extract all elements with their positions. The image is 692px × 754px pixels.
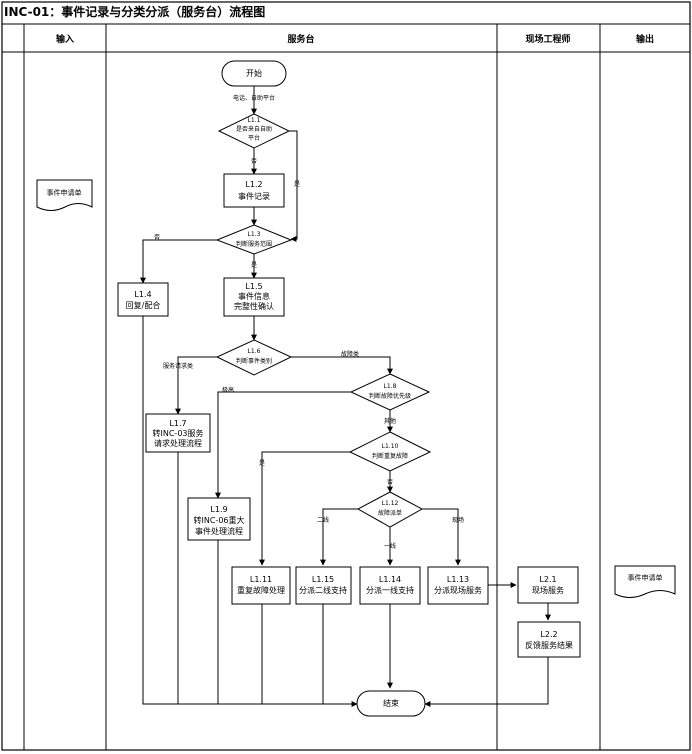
l1-12-id: L1.12 [382, 500, 399, 507]
l1-5-id: L1.5 [245, 282, 262, 291]
start-node [221, 60, 287, 87]
l1-14-id: L1.14 [379, 575, 401, 584]
start-label: 开始 [246, 68, 262, 78]
process-l1-7 [145, 413, 211, 453]
decision-l1-10 [348, 431, 432, 472]
edge-label-no-10: 否 [387, 479, 393, 486]
process-l1-11 [231, 566, 291, 605]
l1-15-id: L1.15 [312, 575, 334, 584]
lane-header-output: 输出 [636, 33, 654, 45]
edge-label-service-request: 服务请求类 [163, 362, 193, 370]
l2-2-text: 反馈服务结果 [525, 640, 573, 650]
l2-2-id: L2.2 [540, 630, 557, 639]
edge-label-fault: 故障类 [341, 350, 359, 358]
input-document-label: 事件申请单 [47, 188, 82, 197]
l2-1-id: L2.1 [539, 575, 556, 584]
decision-l1-8 [349, 373, 431, 411]
l1-9-id: L1.9 [210, 505, 227, 514]
edge-label-yes-1: 是 [294, 181, 300, 188]
l1-5-text-2: 完整性确认 [234, 301, 274, 311]
process-l2-1 [517, 566, 579, 604]
l1-14-text: 分派一线支持 [366, 585, 414, 595]
edge-label-yes-3: 是 [251, 262, 257, 269]
decision-l1-3 [215, 224, 293, 255]
l1-13-text: 分派现场服务 [434, 585, 482, 595]
l1-1-text-1: 是否来自自助 [236, 125, 272, 133]
l1-6-text: 判断事件类别 [236, 357, 272, 365]
l1-3-text: 判断服务范围 [236, 240, 272, 248]
l1-2-id: L1.2 [245, 180, 262, 189]
l1-10-id: L1.10 [382, 443, 399, 450]
process-l1-4 [117, 282, 169, 317]
l1-15-text: 分派二线支持 [299, 585, 347, 595]
edge-label-major: 极高 [222, 386, 234, 394]
l1-12-text: 故障派单 [378, 509, 402, 517]
decision-l1-6 [215, 339, 293, 376]
input-document [36, 179, 93, 211]
l1-3-id: L1.3 [248, 231, 261, 238]
edge-label-yes-10: 是 [259, 460, 265, 467]
process-l1-13 [427, 566, 489, 605]
l1-9-text-2: 事件处理流程 [195, 526, 243, 536]
l1-5-text-1: 事件信息 [238, 291, 270, 301]
l1-7-id: L1.7 [169, 419, 186, 428]
l1-8-id: L1.8 [384, 383, 397, 390]
output-document [614, 565, 676, 598]
l1-8-text: 判断故障优先级 [369, 392, 411, 400]
edge-label-source: 电话、自助平台 [233, 94, 275, 102]
l1-4-id: L1.4 [134, 290, 151, 299]
process-l1-5 [223, 277, 285, 317]
decision-l1-1 [217, 113, 291, 149]
end-node [356, 690, 426, 717]
l1-13-id: L1.13 [447, 575, 469, 584]
edge-label-other: 其他 [384, 417, 396, 425]
process-l1-14 [359, 566, 421, 605]
l1-11-text: 重复故障处理 [237, 585, 285, 595]
edge-label-second-line: 二线 [317, 516, 329, 524]
edge-label-onsite: 现场 [452, 516, 464, 524]
l1-1-id: L1.1 [248, 117, 261, 124]
l1-9-text-1: 转INC-06重大 [194, 515, 245, 525]
decision-l1-12 [356, 491, 424, 528]
l1-1-text-2: 平台 [248, 134, 260, 142]
l2-1-text: 现场服务 [532, 585, 564, 595]
l1-4-text: 回复/配合 [126, 300, 161, 310]
diagram-title: INC-01：事件记录与分类分派（服务台）流程图 [4, 4, 265, 19]
lane-header-input: 输入 [56, 33, 74, 45]
l1-10-text: 判断重复故障 [372, 452, 408, 460]
l1-7-text-1: 转INC-03服务 [153, 428, 204, 438]
edge-label-no-1: 否 [251, 158, 257, 165]
l1-2-text: 事件记录 [238, 191, 270, 201]
connectors [140, 86, 551, 707]
lane-header-engineer: 现场工程师 [525, 33, 570, 45]
l1-11-id: L1.11 [250, 575, 272, 584]
output-document-label: 事件申请单 [628, 573, 663, 582]
lane-header-service-desk: 服务台 [287, 33, 314, 45]
process-l1-15 [295, 566, 352, 605]
process-l2-2 [517, 621, 581, 658]
l1-6-id: L1.6 [248, 348, 261, 355]
edge-label-first-line: 一线 [384, 542, 396, 550]
edge-label-no-3: 否 [154, 234, 160, 241]
process-l1-2 [223, 173, 285, 208]
l1-7-text-2: 请求处理流程 [154, 438, 202, 448]
end-label: 结束 [383, 698, 399, 708]
process-l1-9 [187, 497, 251, 541]
